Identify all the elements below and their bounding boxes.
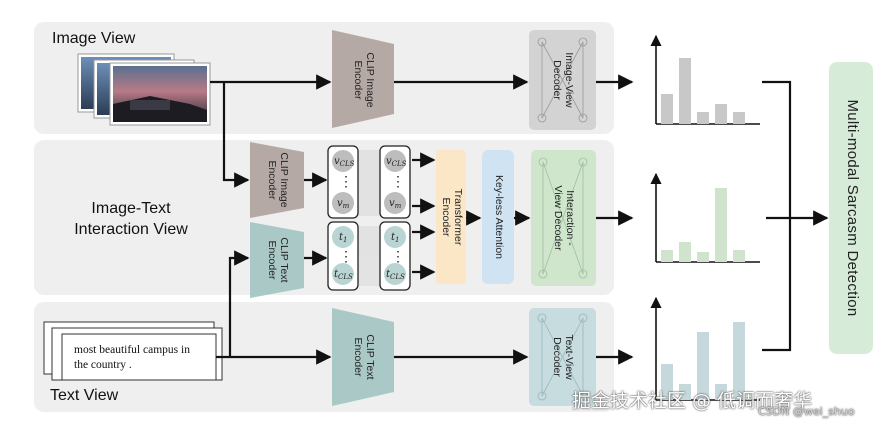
keyless-attention-label: Key-less Attention [493, 174, 505, 260]
clip-text-encoder-bottom-label: CLIP Text Encoder [352, 334, 376, 380]
text-view-output-chart [650, 296, 760, 401]
token-column-1 [327, 145, 359, 291]
svg-text:⋮: ⋮ [339, 248, 353, 264]
watermark-small: CSDN @wei_shuo [758, 405, 855, 418]
input-text-sample: most beautiful campus in the country . [74, 344, 190, 371]
input-image-stack [77, 53, 211, 126]
clip-text-encoder-mid [250, 222, 304, 298]
image-view-bar-3 [697, 112, 709, 124]
svg-text:⋮: ⋮ [339, 173, 353, 189]
text-view-title: Text View [50, 387, 119, 404]
svg-text:tCLS: tCLS [386, 269, 405, 281]
interaction-view-title: Image-Text Interaction View [74, 200, 188, 238]
svg-text:vCLS: vCLS [386, 156, 407, 168]
clip-text-encoder-mid-label: CLIP Text Encoder [266, 237, 290, 283]
text-view-bar-1 [661, 364, 673, 400]
text-view-bar-3 [697, 332, 709, 400]
text-view-decoder-box [529, 308, 596, 406]
text-view-bar-2 [679, 384, 691, 400]
svg-text:vm: vm [337, 198, 350, 210]
interaction-view-bar-4 [715, 188, 727, 262]
watermark-main: 掘金技术社区 @ 低调而奢华 [572, 390, 813, 412]
text-view-bar-5 [733, 322, 745, 400]
input-text-stack [43, 321, 223, 381]
image-view-bar-1 [661, 94, 673, 124]
clip-text-encoder-bottom [332, 308, 394, 406]
svg-text:vCLS: vCLS [334, 156, 355, 168]
interaction-view-decoder-box [531, 150, 596, 286]
interaction-view-bar-3 [697, 252, 709, 262]
image-view-decoder-box [529, 30, 596, 130]
keyless-attention-box [482, 150, 514, 284]
image-view-title: Image View [52, 30, 136, 47]
clip-image-encoder-mid [250, 142, 304, 218]
image-view-bar-4 [715, 104, 727, 124]
interaction-view-decoder-label: Interaction - View Decoder [552, 185, 576, 251]
connectors [210, 74, 829, 365]
svg-text:t1: t1 [391, 232, 400, 244]
svg-text:tCLS: tCLS [334, 269, 353, 281]
svg-text:⋮: ⋮ [391, 173, 405, 189]
svg-text:⋮: ⋮ [391, 248, 405, 264]
detection-box [829, 62, 873, 354]
interaction-view-bar-5 [733, 250, 745, 262]
transformer-encoder-box [436, 150, 466, 284]
interaction-view-bar-2 [679, 242, 691, 262]
token-flow-bands [358, 150, 380, 286]
image-view-output-chart [650, 34, 760, 125]
interaction-view-bar-1 [661, 250, 673, 262]
image-view-bar-2 [679, 58, 691, 124]
detection-label: Multi-modal Sarcasm Detection [844, 99, 861, 317]
interaction-view-output-chart [650, 172, 760, 263]
clip-image-encoder-top [332, 30, 394, 128]
transformer-encoder-label: Transformer Encoder [440, 188, 464, 246]
image-view-bar-5 [733, 112, 745, 124]
token-column-2 [379, 145, 411, 291]
clip-image-encoder-top-label: CLIP Image Encoder [352, 52, 376, 108]
image-view-decoder-label: Image-View Decoder [551, 52, 575, 108]
text-view-bar-4 [715, 384, 727, 400]
clip-image-encoder-mid-label: CLIP Image Encoder [266, 152, 290, 208]
token-labels: vCLS vm t1 tCLS vCLS vm t1 tCLS ⋮ ⋮ ⋮ ⋮ [334, 156, 407, 281]
svg-text:vm: vm [389, 198, 402, 210]
svg-text:t1: t1 [339, 232, 348, 244]
